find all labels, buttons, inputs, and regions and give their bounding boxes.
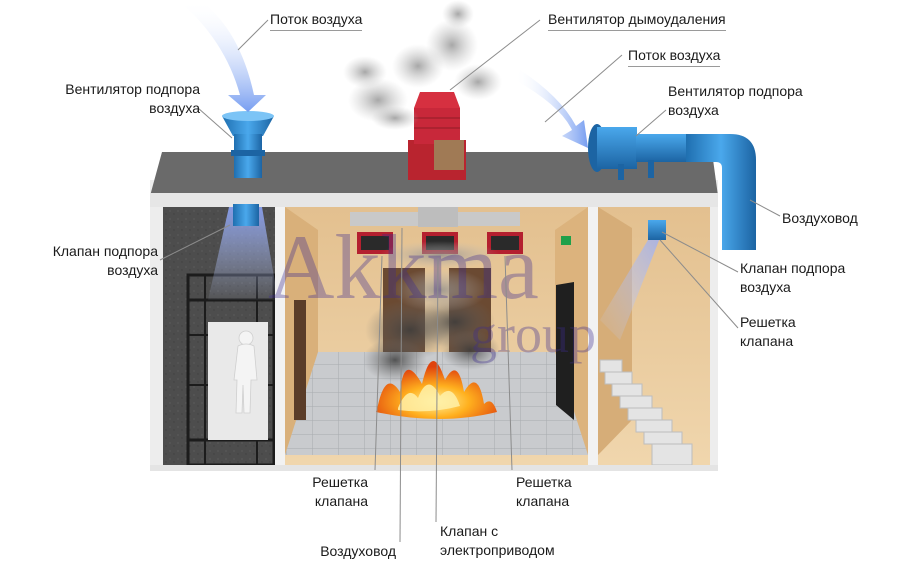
fire-icon bbox=[376, 360, 497, 419]
roof-smoke-plume bbox=[343, 0, 502, 130]
label-motor-valve: Клапан с электроприводом bbox=[440, 523, 555, 558]
watermark-main: Akkma bbox=[268, 216, 539, 318]
stairs bbox=[599, 359, 693, 466]
label-duct-right: Воздуховод bbox=[782, 210, 858, 226]
label-supply-fan-left: Вентилятор подпора воздуха bbox=[65, 81, 200, 116]
label-grille-bottom-left: Решетка клапана bbox=[312, 474, 368, 509]
side-door bbox=[556, 282, 574, 420]
smoke-exhaust-fan bbox=[408, 92, 466, 180]
watermark-sub: group bbox=[470, 304, 596, 364]
smoke-valve-grilles bbox=[357, 232, 523, 254]
airflow-beam-left bbox=[208, 207, 278, 300]
label-grille-right: Решетка клапана bbox=[740, 314, 796, 349]
left-supply-duct bbox=[233, 204, 259, 226]
supply-fan-left bbox=[222, 111, 274, 178]
label-valve-right: Клапан подпора воздуха bbox=[740, 260, 846, 295]
smoke-icon bbox=[363, 241, 500, 382]
leader-lines bbox=[159, 19, 781, 543]
person-icon bbox=[233, 330, 258, 414]
airflow-arrow-icon bbox=[515, 70, 588, 148]
label-duct-bottom: Воздуховод bbox=[320, 543, 396, 559]
supply-fan-right bbox=[588, 124, 756, 250]
label-airflow-left: Поток воздуха bbox=[270, 10, 363, 31]
label-supply-fan-right: Вентилятор подпора воздуха bbox=[668, 83, 803, 118]
exit-sign-icon bbox=[561, 236, 571, 245]
label-airflow-right: Поток воздуха bbox=[628, 46, 721, 67]
roof-edge bbox=[150, 193, 718, 207]
airflow-beam-right bbox=[600, 225, 665, 340]
building bbox=[150, 152, 718, 471]
right-duct bbox=[686, 134, 756, 250]
airflow-arrow-icon bbox=[178, 0, 266, 112]
label-grille-bottom-right: Решетка клапана bbox=[516, 474, 572, 509]
label-valve-left: Клапан подпора воздуха bbox=[52, 243, 158, 278]
label-smoke-fan: Вентилятор дымоудаления bbox=[548, 10, 726, 31]
right-supply-valve bbox=[648, 220, 666, 240]
